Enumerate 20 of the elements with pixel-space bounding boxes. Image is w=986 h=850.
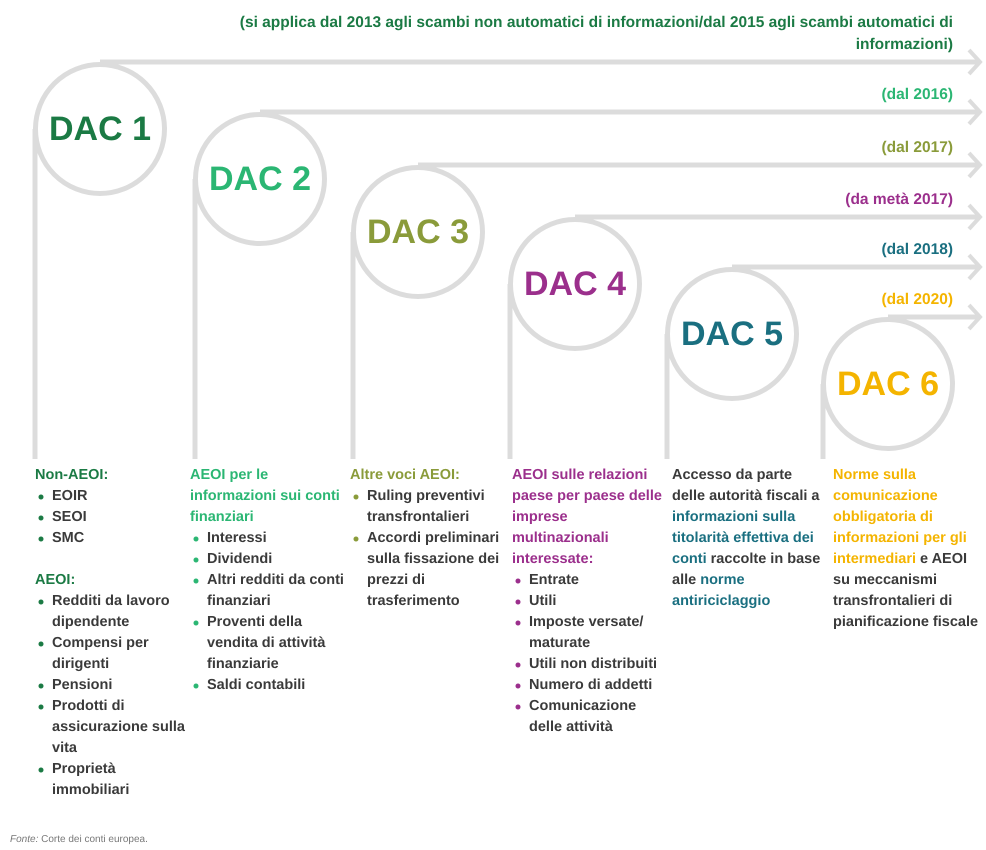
milestone-label: DAC 6	[836, 364, 940, 404]
description-text: Accesso da parte delle autorità fiscali a informazioni sulla titolarità effettiva dei conti raccolte in base alle norme antiriciclaggio	[672, 466, 822, 611]
milestone-label: DAC 4	[524, 264, 626, 304]
milestone-label: DAC 2	[208, 160, 312, 198]
milestone-label: DAC 3	[366, 212, 470, 252]
timeline-arrow	[260, 98, 982, 126]
timeline-arrow	[100, 48, 982, 76]
description-text: Norme sulla comunicazione obbligatoria di informazioni per gli intermediari e AEOI su meccanismi transfrontalieri di pianificazione fiscale	[833, 466, 980, 632]
milestone-label: DAC 1	[48, 110, 152, 148]
timeline-arrow	[732, 253, 982, 281]
column-heading: AEOI:	[35, 571, 76, 590]
milestone-label: DAC 5	[680, 314, 784, 354]
column-heading: Altre voci AEOI:	[350, 466, 461, 485]
timeline-arrow	[418, 151, 982, 179]
caption: Fonte: Corte dei conti europea.	[10, 834, 148, 845]
column-heading: AEOI sulle relazioni paese per paese delle imprese multinazionali interessate:	[512, 466, 663, 569]
column-heading: AEOI per le informazioni sui conti finanziari	[190, 466, 341, 527]
timeline-arrow	[888, 303, 982, 331]
timeline-arrow	[575, 203, 982, 231]
column-heading: Non-AEOI:	[35, 466, 110, 485]
